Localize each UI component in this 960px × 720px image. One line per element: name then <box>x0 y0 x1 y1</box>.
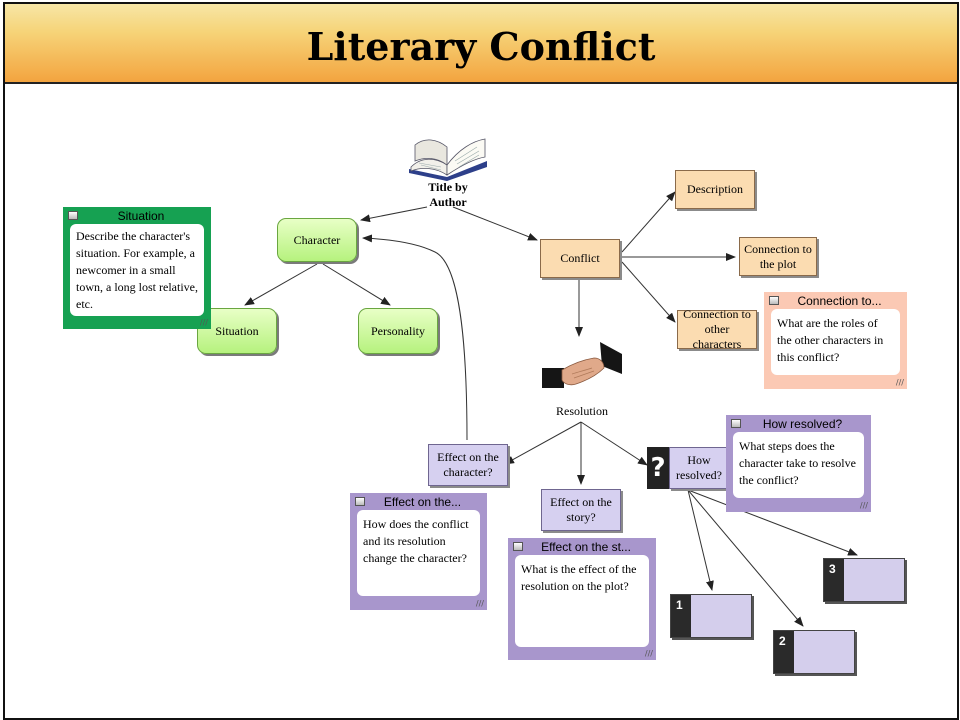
step-number-3: 3 <box>824 559 844 601</box>
resize-grip-icon[interactable]: /// <box>859 501 868 510</box>
link-title-conflict <box>452 206 538 241</box>
note-effect-story-body: What is the effect of the resolution on … <box>515 555 649 647</box>
node-effect-story[interactable]: Effect on the story? <box>541 489 621 531</box>
handshake-icon <box>542 342 622 388</box>
note-situation-title: Situation <box>117 208 165 223</box>
link-effect-character-back <box>362 234 468 441</box>
note-minimize-icon[interactable] <box>513 542 523 551</box>
title-banner: Literary Conflict <box>5 4 957 84</box>
node-description[interactable]: Description <box>675 170 755 209</box>
step-box-2-body <box>794 631 854 673</box>
resize-grip-icon[interactable]: /// <box>644 649 653 658</box>
central-topic-line1: Title by <box>428 180 468 194</box>
step-box-3[interactable]: 3 <box>823 558 905 602</box>
note-situation[interactable]: Situation Describe the character's situa… <box>63 207 211 329</box>
link-how-step2 <box>687 489 804 627</box>
note-effect-story[interactable]: Effect on the st... What is the effect o… <box>508 538 656 660</box>
step-number-2: 2 <box>774 631 794 673</box>
link-character-situation <box>244 263 318 306</box>
note-minimize-icon[interactable] <box>731 419 741 428</box>
resize-grip-icon[interactable]: /// <box>475 599 484 608</box>
link-conflict-description <box>621 191 676 253</box>
note-connection[interactable]: Connection to... What are the roles of t… <box>764 292 907 389</box>
note-minimize-icon[interactable] <box>68 211 78 220</box>
connector-lines <box>244 191 858 627</box>
link-character-personality <box>322 263 391 306</box>
step-box-1-body <box>691 595 751 637</box>
note-situation-body: Describe the character's situation. For … <box>70 224 204 316</box>
link-resolution-how-resolved <box>580 421 648 466</box>
note-minimize-icon[interactable] <box>355 497 365 506</box>
node-how-resolved[interactable]: How resolved? <box>669 447 729 489</box>
step-box-3-body <box>844 559 904 601</box>
node-character[interactable]: Character <box>277 218 357 262</box>
node-connection-plot[interactable]: Connection to the plot <box>739 237 817 276</box>
open-book-icon <box>409 138 487 181</box>
central-topic-line2: Author <box>429 195 467 209</box>
note-minimize-icon[interactable] <box>769 296 779 305</box>
link-title-character <box>360 206 428 223</box>
resize-grip-icon[interactable]: /// <box>895 378 904 387</box>
step-box-2[interactable]: 2 <box>773 630 855 674</box>
note-how-resolved-title: How resolved? <box>762 416 843 431</box>
note-how-resolved[interactable]: How resolved? What steps does the charac… <box>726 415 871 512</box>
slide: Literary Conflict <box>3 2 959 720</box>
central-topic[interactable]: Title by Author <box>409 180 487 210</box>
link-how-step1 <box>687 489 714 591</box>
node-personality[interactable]: Personality <box>358 308 438 354</box>
note-effect-story-title: Effect on the st... <box>541 539 631 554</box>
page-title: Literary Conflict <box>306 24 656 69</box>
note-effect-character-body: How does the conflict and its resolution… <box>357 510 480 596</box>
node-connection-characters[interactable]: Connection to other characters <box>677 307 757 351</box>
note-how-resolved-body: What steps does the character take to re… <box>733 432 864 498</box>
node-effect-character[interactable]: Effect on the character? <box>428 444 508 486</box>
node-conflict[interactable]: Conflict <box>540 239 620 278</box>
note-connection-title: Connection to... <box>797 293 882 308</box>
step-box-1[interactable]: 1 <box>670 594 752 638</box>
step-number-1: 1 <box>671 595 691 637</box>
node-resolution[interactable]: Resolution <box>555 404 608 418</box>
note-effect-character-title: Effect on the... <box>383 494 462 509</box>
question-mark-icon: ? <box>647 447 669 489</box>
resize-grip-icon[interactable]: /// <box>199 318 208 327</box>
link-how-step3 <box>687 489 858 556</box>
link-conflict-characters <box>621 261 676 323</box>
note-connection-body: What are the roles of the other characte… <box>771 309 900 375</box>
note-effect-character[interactable]: Effect on the... How does the conflict a… <box>350 493 487 610</box>
link-resolution-effect-character <box>504 421 582 465</box>
